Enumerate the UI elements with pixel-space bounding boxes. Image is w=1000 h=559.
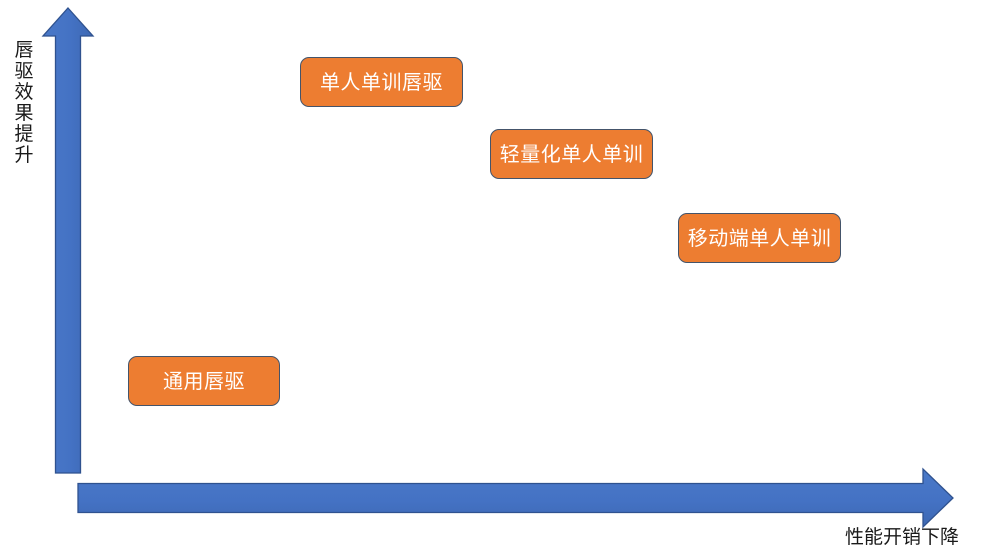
node-single-person-single-train-lip-drive[interactable]: 单人单训唇驱: [300, 57, 463, 107]
y-axis-label: 唇驱效果提升: [14, 39, 34, 166]
x-axis-label: 性能开销下降: [845, 526, 960, 548]
node-general-lip-drive[interactable]: 通用唇驱: [128, 356, 280, 406]
x-axis-arrow: [77, 467, 954, 529]
node-label: 移动端单人单训: [687, 226, 832, 250]
node-label: 通用唇驱: [163, 369, 245, 393]
node-mobile-single-person-single-train[interactable]: 移动端单人单训: [678, 213, 841, 263]
node-lightweight-single-person-single-train[interactable]: 轻量化单人单训: [490, 129, 653, 179]
y-axis-arrow: [41, 7, 95, 474]
node-label: 单人单训唇驱: [320, 70, 443, 94]
node-label: 轻量化单人单训: [499, 142, 644, 166]
